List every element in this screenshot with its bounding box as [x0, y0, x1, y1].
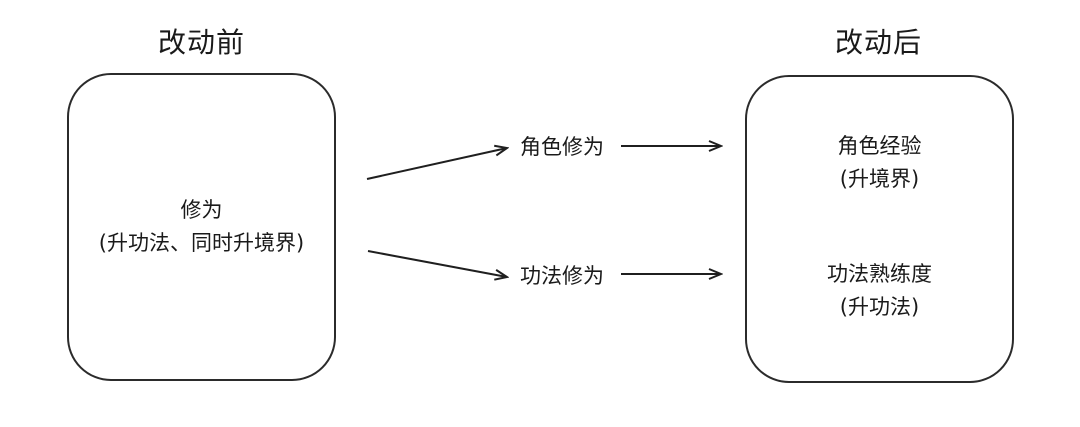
after-title: 改动后 [834, 26, 922, 59]
before-box: 修为 (升功法、同时升境界) [67, 73, 336, 381]
before-box-line2: (升功法、同时升境界) [98, 231, 305, 255]
before-box-text: 修为 (升功法、同时升境界) [69, 75, 334, 379]
mid-label-character-cultivation: 角色修为 [520, 135, 604, 159]
arrow-split-top [366, 148, 507, 180]
arrow-split-bottom [367, 250, 507, 277]
before-box-line1: 修为 [180, 198, 223, 222]
after-box-bottom-group: 功法熟练度 (升功法) [747, 258, 1012, 324]
after-box-top-group: 角色经验 (升境界) [747, 130, 1012, 196]
after-box-top-line1: 角色经验 [837, 134, 922, 158]
after-box-bottom-line1: 功法熟练度 [827, 262, 932, 286]
after-box-top-line2: (升境界) [839, 167, 920, 191]
after-box-bottom-line2: (升功法) [839, 295, 920, 319]
mid-label-technique-cultivation: 功法修为 [520, 264, 604, 288]
after-box: 角色经验 (升境界) 功法熟练度 (升功法) [745, 75, 1014, 383]
before-title: 改动前 [157, 26, 245, 59]
